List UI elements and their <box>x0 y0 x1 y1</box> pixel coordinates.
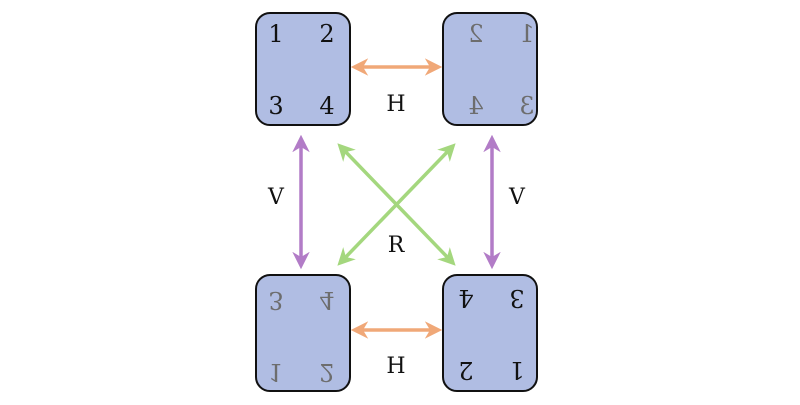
card-horizontal-flip: 1 2 3 4 <box>442 12 538 126</box>
card-rotation: 1 2 3 4 <box>442 274 538 392</box>
card-digit-3: 3 <box>268 92 283 120</box>
card-digit-3: 3 <box>509 284 524 312</box>
rotation-arrow-ascending <box>337 143 456 266</box>
rotation-label: R <box>388 233 406 258</box>
card-digit-4: 4 <box>319 92 334 120</box>
card-vertical-flip: 1 2 3 4 <box>255 274 351 392</box>
card-digit-1: 1 <box>509 356 524 384</box>
card-digit-3: 3 <box>519 92 534 120</box>
right-vertical-label: V <box>508 185 526 210</box>
card-digit-4: 4 <box>468 92 483 120</box>
card-digit-1: 1 <box>519 20 534 48</box>
bottom-horizontal-label: H <box>386 354 405 379</box>
card-digit-4: 4 <box>319 286 334 314</box>
card-digit-2: 2 <box>458 356 473 384</box>
card-digit-2: 2 <box>468 20 483 48</box>
card-original: 1 2 3 4 <box>255 12 351 126</box>
card-digit-2: 2 <box>319 358 334 386</box>
card-digit-3: 3 <box>268 286 283 314</box>
card-digit-2: 2 <box>319 20 334 48</box>
card-digit-4: 4 <box>458 284 473 312</box>
card-digit-1: 1 <box>268 358 283 386</box>
top-horizontal-label: H <box>386 92 405 117</box>
left-vertical-label: V <box>267 185 285 210</box>
card-digit-1: 1 <box>268 20 283 48</box>
